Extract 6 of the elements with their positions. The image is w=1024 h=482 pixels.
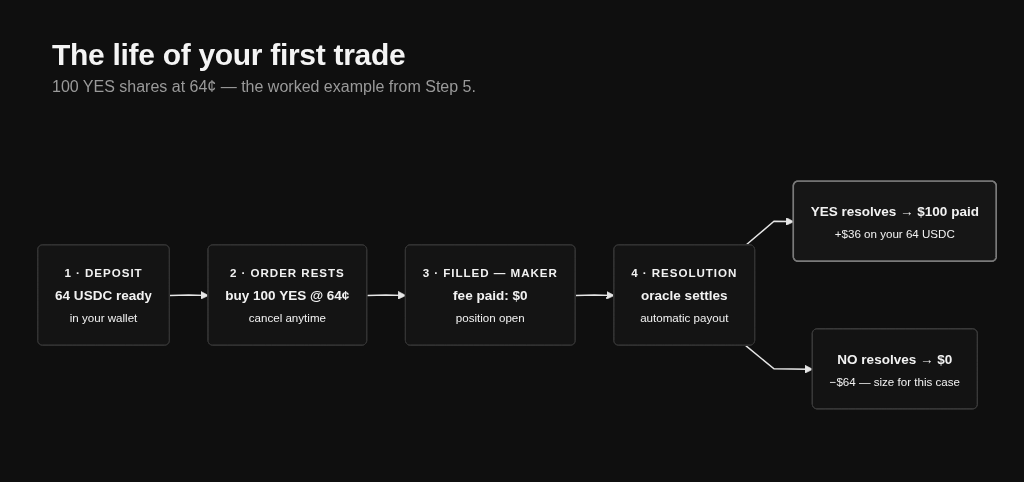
title: The life of your first trade — [52, 38, 406, 72]
subtitle: 100 YES shares at 64¢ — the worked example from Step 5. — [52, 78, 476, 96]
arrow — [574, 291, 615, 300]
arrow — [169, 291, 209, 300]
arrow — [745, 344, 814, 374]
arrow — [366, 291, 407, 300]
